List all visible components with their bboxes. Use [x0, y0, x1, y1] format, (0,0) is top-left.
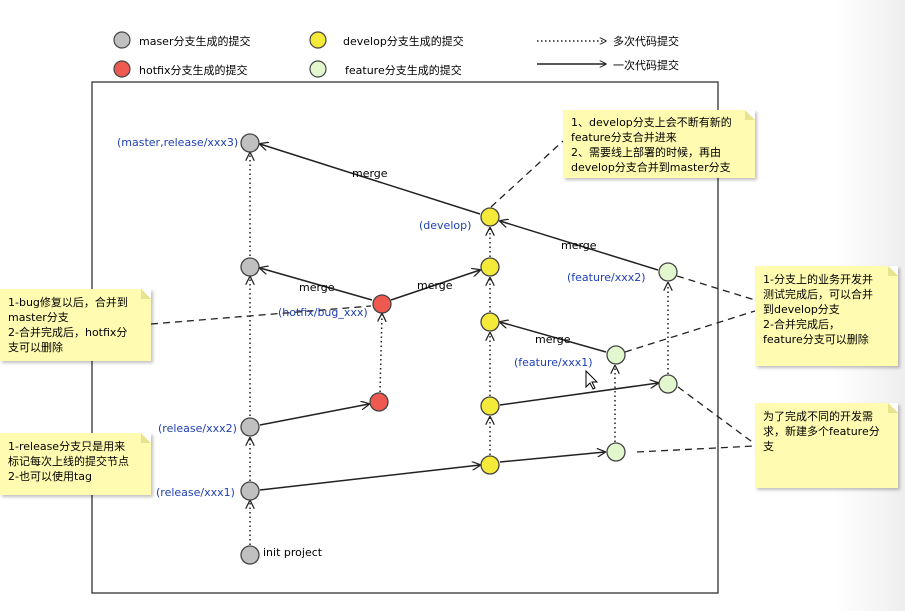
label-release1: (release/xxx1)	[156, 486, 235, 499]
develop-node-3	[480, 312, 500, 332]
hotfix-merge-master	[260, 268, 373, 301]
develop-node-4	[480, 257, 500, 277]
legend-single-label: 一次代码提交	[613, 58, 679, 72]
merge-label-develop-master: merge	[352, 167, 388, 180]
legend-develop-label: develop分支生成的提交	[343, 34, 464, 48]
hotfix-node-end	[372, 294, 392, 314]
legend-master-dot	[113, 31, 131, 49]
callout-lines	[150, 140, 756, 453]
label-feature2: (feature/xxx2)	[567, 271, 646, 284]
callout-feature-bottom	[636, 445, 756, 453]
note-hotfix: 1-bug修复以后，合并到 master分支 2-合并完成后，hotfix分 支…	[0, 289, 151, 361]
feature2-merge-develop	[500, 221, 659, 271]
label-feature1: (feature/xxx1)	[514, 356, 593, 369]
note-release: 1-release分支只是用来 标记每次上线的提交节点 2-也可以使用tag	[0, 433, 151, 495]
legend-feature-dot	[309, 60, 327, 78]
master-node-release1	[240, 481, 260, 501]
feature2-node-start	[658, 374, 678, 394]
release1-to-develop	[259, 465, 480, 491]
legend-feature-label: feature分支生成的提交	[345, 63, 462, 77]
develop-to-feature1	[499, 452, 605, 463]
note-multi-feature: 为了完成不同的开发需 求，新建多个feature分 支	[755, 403, 898, 488]
master-node-release3	[240, 133, 260, 153]
develop-to-feature2	[499, 383, 658, 406]
develop-node-1	[480, 455, 500, 475]
label-hotfix: (hotfix/bug_xxx)	[278, 306, 368, 319]
merge-label-feature1: merge	[535, 333, 571, 346]
merge-label-hotfix-develop: merge	[417, 279, 453, 292]
master-node-init	[240, 545, 260, 565]
legend-develop-dot	[309, 31, 327, 49]
legend: maser分支生成的提交 hotfix分支生成的提交 develop分支生成的提…	[113, 31, 679, 78]
merge-label-feature2: merge	[561, 239, 597, 252]
legend-hotfix-label: hotfix分支生成的提交	[139, 63, 247, 77]
develop-node-head	[480, 207, 500, 227]
legend-hotfix-dot	[113, 60, 131, 78]
legend-master-label: maser分支生成的提交	[139, 34, 250, 48]
multi-commit-arrows	[250, 153, 668, 545]
master-node-release2	[240, 417, 260, 437]
feature1-node-start	[606, 442, 626, 462]
note-feature-merge: 1-分支上的业务开发并 测试完成后，可以合并 到develop分支 2-合并完成…	[755, 266, 898, 366]
commit-nodes	[240, 133, 678, 565]
callout-feature1	[624, 310, 756, 353]
master-node-hotfix-merge	[240, 257, 260, 277]
label-develop: (develop)	[419, 219, 471, 232]
label-release2: (release/xxx2)	[158, 422, 237, 435]
note-develop: 1、develop分支上会不断有新的 feature分支合并进来 2、需要线上部…	[563, 110, 755, 178]
merge-label-hotfix-master: merge	[299, 281, 335, 294]
single-commit-arrows	[259, 144, 659, 491]
mouse-cursor-icon	[585, 369, 599, 390]
callout-hotfix	[150, 305, 372, 325]
feature2-node-head	[658, 262, 678, 282]
feature1-node-head	[606, 345, 626, 365]
callout-feature-new	[677, 386, 756, 445]
develop-merge-master	[260, 144, 481, 215]
label-master-release3: (master,release/xxx3)	[117, 136, 238, 149]
hotfix-merge-develop	[390, 270, 480, 301]
hotfix-node-start	[369, 392, 389, 412]
label-init: init project	[263, 546, 323, 559]
hotfix-dotted	[380, 314, 382, 393]
callout-develop	[490, 140, 564, 208]
callout-feature2	[676, 275, 756, 301]
feature1-merge-develop	[500, 322, 607, 353]
develop-node-2	[480, 396, 500, 416]
release2-to-hotfix	[259, 404, 369, 426]
legend-multi-label: 多次代码提交	[613, 34, 679, 48]
